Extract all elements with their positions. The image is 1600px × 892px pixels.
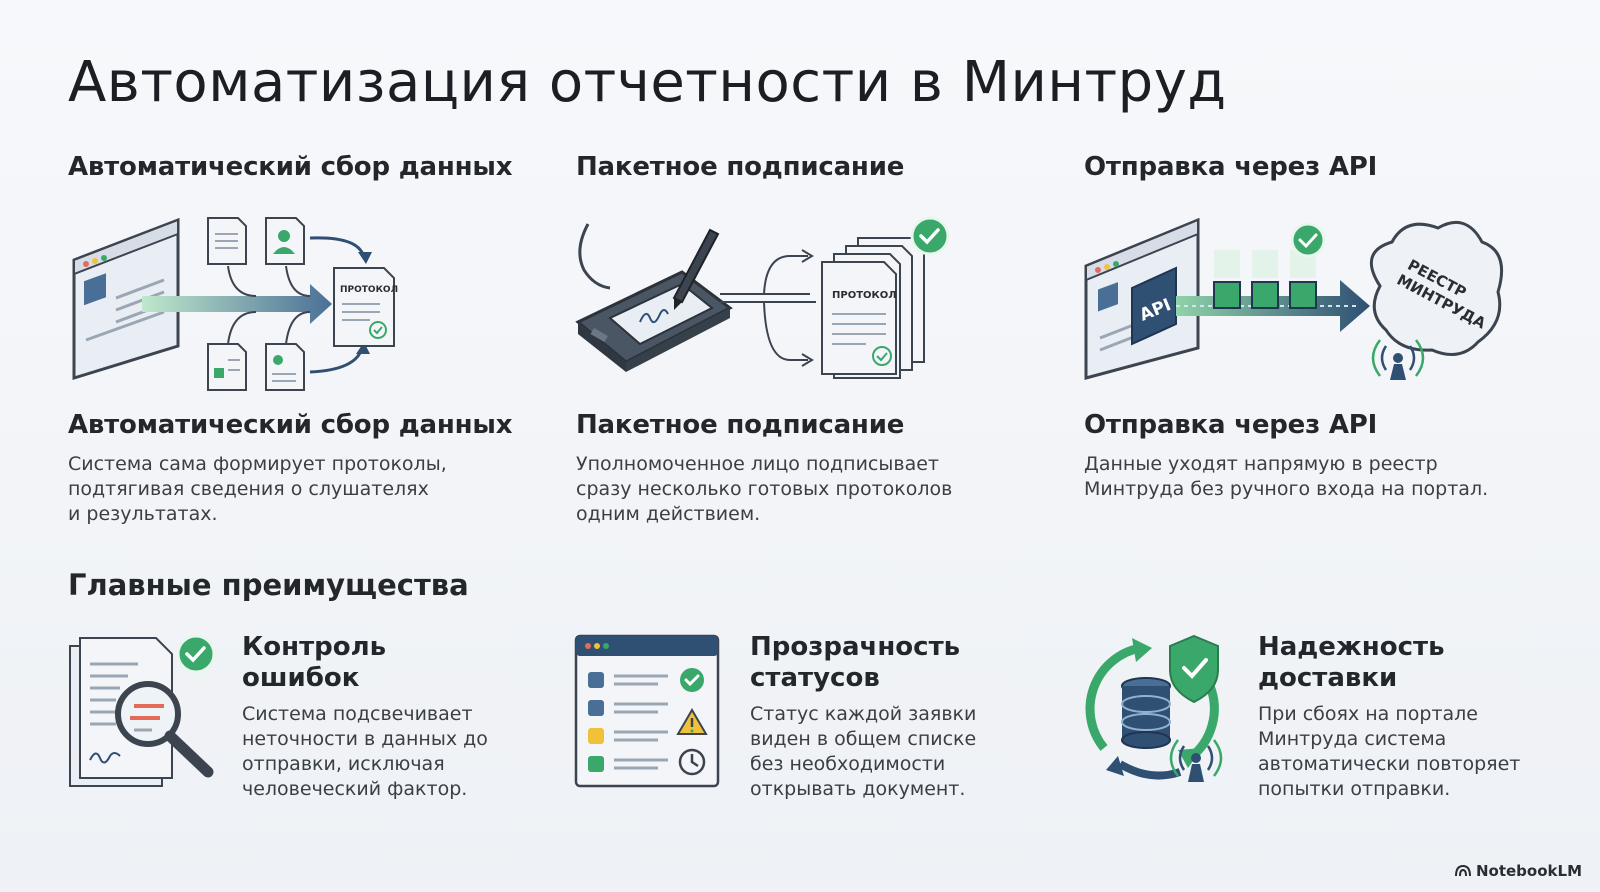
data-collection-illustration: ПРОТОКОЛ [72, 217, 398, 391]
section-heading-collection: Автоматический сбор данных [68, 410, 513, 440]
delivery-reliability-illustration [1085, 634, 1223, 782]
section-heading-signing: Пакетное подписание [576, 410, 905, 440]
user-document-icon [265, 343, 305, 391]
database-icon [1121, 677, 1171, 749]
shield-check-icon [1169, 634, 1219, 704]
data-packet-icon [1289, 250, 1317, 309]
api-send-illustration: API РЕЕСТР МИНТРУДА [1084, 217, 1504, 380]
cable-icon [578, 223, 611, 290]
checkmark-badge-icon [910, 216, 950, 256]
document-icon [207, 343, 247, 391]
magnifier-icon [115, 681, 214, 778]
page-title: Автоматизация отчетности в Минтруд [68, 50, 1227, 115]
signal-tower-icon [1169, 739, 1223, 782]
section-heading-api: Отправка через API [1084, 410, 1378, 440]
column-heading-api: Отправка через API [1084, 152, 1378, 182]
advantage-text-errors: Система подсвечивает неточности в данных… [242, 703, 488, 800]
brand-watermark: NotebookLM [1454, 862, 1582, 880]
pen-icon [672, 228, 720, 310]
section-description-collection: Система сама формирует протоколы, подтяг… [68, 453, 447, 525]
data-packet-icon [1251, 250, 1279, 309]
signal-tower-icon [1371, 339, 1425, 380]
column-heading-collection: Автоматический сбор данных [68, 152, 513, 182]
advantage-title-errors: Контроль ошибок [242, 632, 387, 693]
advantages-heading: Главные преимущества [68, 568, 469, 602]
protocol-document-icon: ПРОТОКОЛ [333, 267, 398, 347]
document-icon [207, 217, 247, 265]
protocol-label: ПРОТОКОЛ [340, 285, 398, 295]
document-stack-icon: ПРОТОКОЛ [821, 237, 925, 379]
data-packet-icon [1213, 250, 1241, 309]
advantage-text-delivery: При сбоях на портале Минтруда система ав… [1258, 703, 1521, 800]
advantage-title-delivery: Надежность доставки [1258, 632, 1445, 693]
brand-label: NotebookLM [1475, 862, 1582, 880]
retry-arrows-icon [1085, 638, 1219, 780]
check-status-icon [680, 668, 704, 692]
browser-window-icon [72, 217, 180, 381]
warning-status-icon [676, 708, 708, 735]
signature-pad-icon [575, 270, 733, 372]
advantage-text-statuses: Статус каждой заявки виден в общем списк… [750, 703, 977, 800]
notebooklm-logo-icon [1454, 865, 1471, 877]
protocol-label: ПРОТОКОЛ [832, 290, 897, 301]
advantage-title-statuses: Прозрачность статусов [750, 632, 961, 693]
flow-arrow-icon [142, 284, 332, 324]
status-transparency-illustration [574, 634, 720, 788]
api-block-icon: API [1131, 266, 1177, 346]
clock-status-icon [678, 748, 706, 776]
checkmark-badge-icon [1290, 222, 1326, 258]
batch-signing-illustration: ПРОТОКОЛ [575, 216, 950, 379]
user-document-icon [265, 217, 305, 265]
checkmark-badge-icon [176, 634, 216, 674]
column-heading-signing: Пакетное подписание [576, 152, 905, 182]
error-control-illustration [69, 634, 216, 787]
section-description-api: Данные уходят напрямую в реестр Минтруда… [1084, 453, 1489, 500]
section-description-signing: Уполномоченное лицо подписывает сразу не… [576, 453, 953, 525]
cloud-registry-icon: РЕЕСТР МИНТРУДА [1370, 220, 1504, 356]
